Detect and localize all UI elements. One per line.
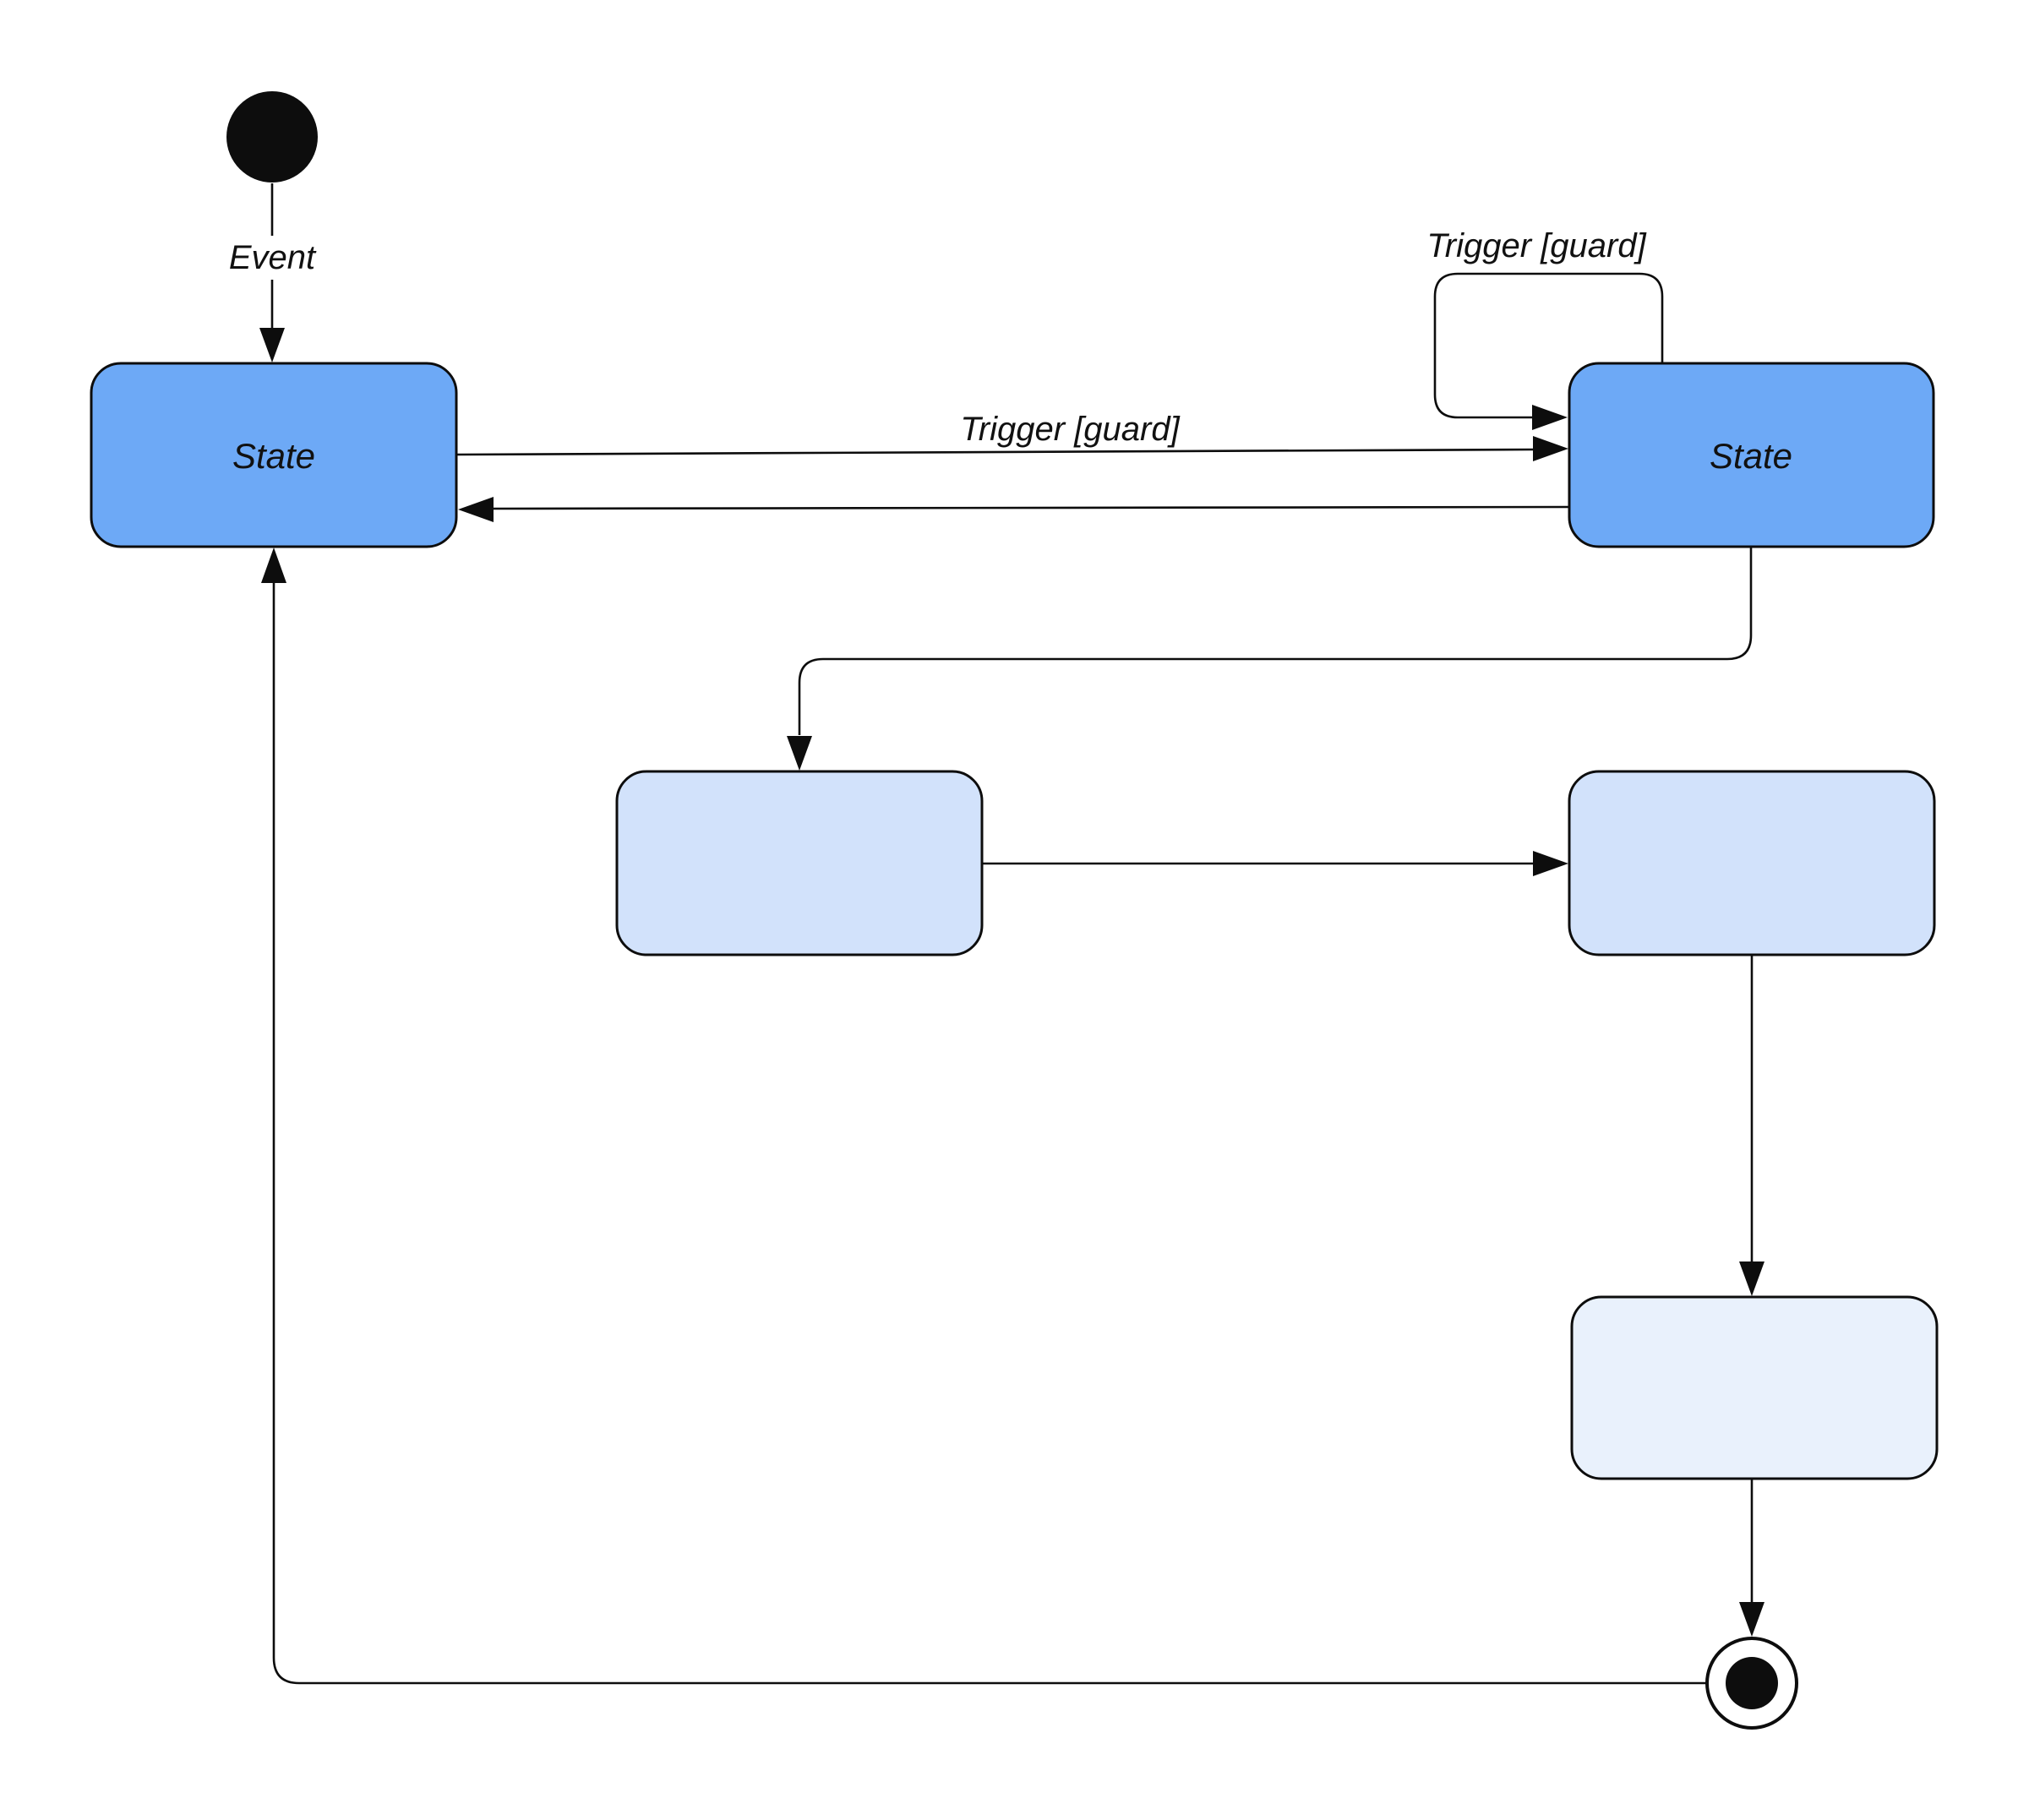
edge-substates-arrowhead: [1533, 851, 1568, 876]
edge-substate-bottom-to-final: [1739, 1479, 1764, 1637]
self-loop-arrowhead: [1532, 405, 1568, 430]
substate-top-rect: [615, 770, 984, 956]
edge-ltr-arrowhead: [1533, 436, 1568, 461]
state-left-rect: [90, 362, 458, 548]
state-right-rect: [1568, 362, 1935, 548]
edge-to-final-arrowhead: [1739, 1602, 1764, 1637]
edge-substate-right-to-substate-bottom: [1739, 955, 1764, 1296]
edge-elbow-arrowhead: [787, 736, 812, 771]
substate-right-rect: [1568, 770, 1936, 956]
self-loop-line: [1433, 272, 1664, 419]
event-edge-label: Event: [229, 239, 317, 276]
substate-top-node: [615, 770, 984, 956]
substate-bottom-node: [1570, 1295, 1939, 1480]
edge-elbow-line: [798, 547, 1753, 735]
trigger-guard-edge-label: Trigger [guard]: [960, 411, 1180, 448]
edge-initial-arrowhead: [259, 328, 285, 362]
edge-rtl-line: [493, 505, 1570, 510]
edge-state-right-to-state-left: [458, 497, 1570, 522]
initial-state-node: [226, 91, 318, 183]
substate-right-node: [1568, 770, 1936, 956]
state-right-label: State: [1710, 436, 1792, 476]
final-state-node: [1705, 1637, 1798, 1730]
edge-ltr-line: [455, 448, 1534, 456]
edge-feedback-arrowhead: [261, 548, 286, 583]
edge-down-arrowhead: [1739, 1261, 1764, 1296]
state-left-label: State: [232, 436, 315, 476]
edge-state-right-self-loop: Trigger [guard]: [1426, 227, 1664, 430]
edge-state-right-to-substate-top: [787, 547, 1753, 771]
edge-rtl-arrowhead: [458, 497, 494, 522]
state-right-node: State: [1568, 362, 1935, 548]
edge-initial-to-state-left: Event: [229, 183, 317, 362]
edge-feedback-line: [272, 583, 1706, 1685]
final-state-inner-dot: [1726, 1657, 1778, 1709]
self-loop-trigger-guard-label: Trigger [guard]: [1426, 227, 1646, 264]
substate-bottom-rect: [1570, 1295, 1939, 1480]
edge-state-left-to-state-right: Trigger [guard]: [455, 411, 1568, 461]
edge-substate-top-to-substate-right: [982, 851, 1568, 876]
state-left-node: State: [90, 362, 458, 548]
edge-final-to-state-left: [261, 548, 1706, 1685]
